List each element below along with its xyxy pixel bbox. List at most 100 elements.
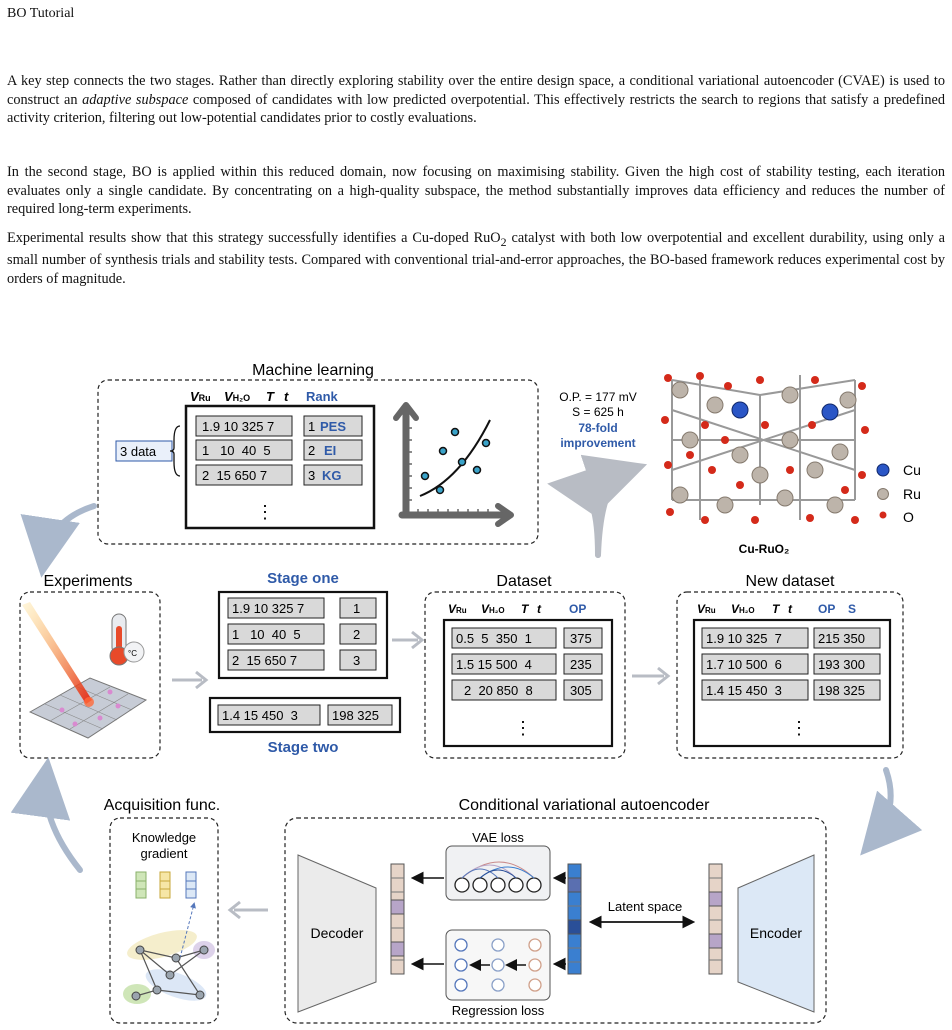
paragraph-text: catalyst with both low overpotential and… [7,230,945,287]
result-text: O.P. = 177 mV S = 625 h 78-fold improvem… [559,390,637,450]
cycle-arrows [10,503,923,873]
dataset-table [442,618,614,748]
new-header-s: S [848,602,856,616]
header-v-h2o: VH₂O [224,389,250,404]
stage-one-table [217,590,389,680]
kg-line-1: Knowledge [132,830,196,845]
decoder-shape [297,854,377,1013]
stage-two-row-group: 1.4 15 450 3 198 325 [217,704,393,726]
ru-legend-marker [877,488,889,500]
dataset-rows: 0.5 5 350 1 1.5 15 500 4 2 20 850 8 375 … [451,627,603,738]
encoder-shape [737,854,815,1013]
header-v-ru: VRu [190,389,211,404]
paragraph-text: composed of candidates with low predicte… [7,91,945,127]
stage-two-row: 1.4 15 450 3 [222,708,298,723]
flow-arrows [172,630,671,920]
latent-vectors [390,863,723,975]
new-header-v-h2o: VH₂O [731,602,755,616]
dataset-header-t: t [537,602,542,616]
dataset-header-v-h2o: VH₂O [481,602,505,616]
vae-nodes [454,877,542,893]
ml-table-rows: 1.9 10 325 7 1 10 40 5 2 15 650 7 1 PES … [195,415,363,522]
emphasis-text: adaptive subspace [82,91,189,108]
dataset-op-value: 305 [570,683,592,698]
catalyst-label: Cu-RuO₂ [739,542,790,556]
dataset-header-T: T [521,602,530,616]
dataset-ellipsis: ⋮ [514,718,532,738]
dataset-row: 0.5 5 350 1 [456,631,532,646]
dataset-title: Dataset [496,573,552,590]
header-rank: Rank [306,389,339,404]
thermometer-label: °C [128,649,137,658]
dataset-op-value: 235 [570,657,592,672]
dataset-panel [424,591,626,759]
new-dataset-rows: 1.9 10 325 7 1.7 10 500 6 1.4 15 450 3 2… [701,627,881,738]
dataset-row: 1.5 15 500 4 [456,657,532,672]
decoder-label: Decoder [311,925,364,941]
rank-number: 1 [308,419,315,434]
plot-point [472,465,482,475]
new-value: 193 300 [818,657,865,672]
ml-panel [97,379,539,545]
experiments-panel [19,591,161,759]
new-row: 1.7 10 500 6 [706,657,782,672]
new-header-v-ru: VRu [697,602,716,616]
vae-loss-label: VAE loss [472,830,524,845]
plot-point [450,427,460,437]
plot-point [457,457,467,467]
plot-point [435,485,445,495]
header-T: T [266,389,275,404]
vae-loss-box [445,845,551,901]
kg-graph [123,902,215,1004]
rank-name-kg: KG [322,468,342,483]
dataset-row: 2 20 850 8 [464,683,533,698]
paragraph-second-stage: In the second stage, BO is applied withi… [7,164,945,217]
dataset-header-v-ru: VRu [448,602,467,616]
new-value: 198 325 [818,683,865,698]
new-dataset-headers: VRu VH₂O T t OP S [697,602,856,616]
rank-name-ei: EI [324,443,336,458]
stage-two-value: 198 325 [332,708,379,723]
rank-name-pes: PES [320,419,346,434]
fold-line-1: 78-fold [578,421,617,435]
legend-ru: Ru [903,486,921,502]
dataset-headers: VRu VH₂O T t OP [448,602,586,616]
legend-cu: Cu [903,462,921,478]
new-ellipsis: ⋮ [790,718,808,738]
new-row: 1.9 10 325 7 [706,631,782,646]
legend-o: O [903,509,914,525]
paragraph-cvae-step: A key step connects the two stages. Rath… [7,72,945,128]
rank-number: 3 [308,468,315,483]
new-header-T: T [772,602,781,616]
vae-arcs [461,861,535,879]
rank-number: 2 [308,443,315,458]
stage-one-value: 2 [353,627,360,642]
acq-panel [109,817,219,1024]
new-dataset-table [692,618,892,748]
new-dataset-panel [676,591,904,759]
ml-row: 2 15 650 7 [202,468,267,483]
stage-one-row: 1 10 40 5 [232,627,301,642]
paragraph-results: Experimental results show that this stra… [7,229,945,288]
acq-title: Acquisition func. [104,797,221,814]
running-header: BO Tutorial [7,6,75,21]
encoder-label: Encoder [750,925,802,941]
crystal-legend: Cu Ru O [876,462,921,525]
kg-line-2: gradient [141,846,188,861]
ml-row: 1.9 10 325 7 [202,419,274,434]
ml-column-headers: VRu VH₂O T t Rank [190,389,339,404]
new-value: 215 350 [818,631,865,646]
paragraph-text: Experimental results show that this stra… [7,230,501,246]
subscript: 2 [500,234,507,249]
decoder-arrows [410,871,566,971]
brace [169,425,181,477]
ml-row: 1 10 40 5 [202,443,271,458]
stage-two-label: Stage two [268,739,339,756]
ml-ellipsis: ⋮ [256,502,274,522]
stage-one-row: 2 15 650 7 [232,653,297,668]
ml-table [184,404,376,530]
plot-point [420,471,430,481]
new-header-op: OP [818,602,835,616]
overpotential-result: O.P. = 177 mV [559,390,637,404]
